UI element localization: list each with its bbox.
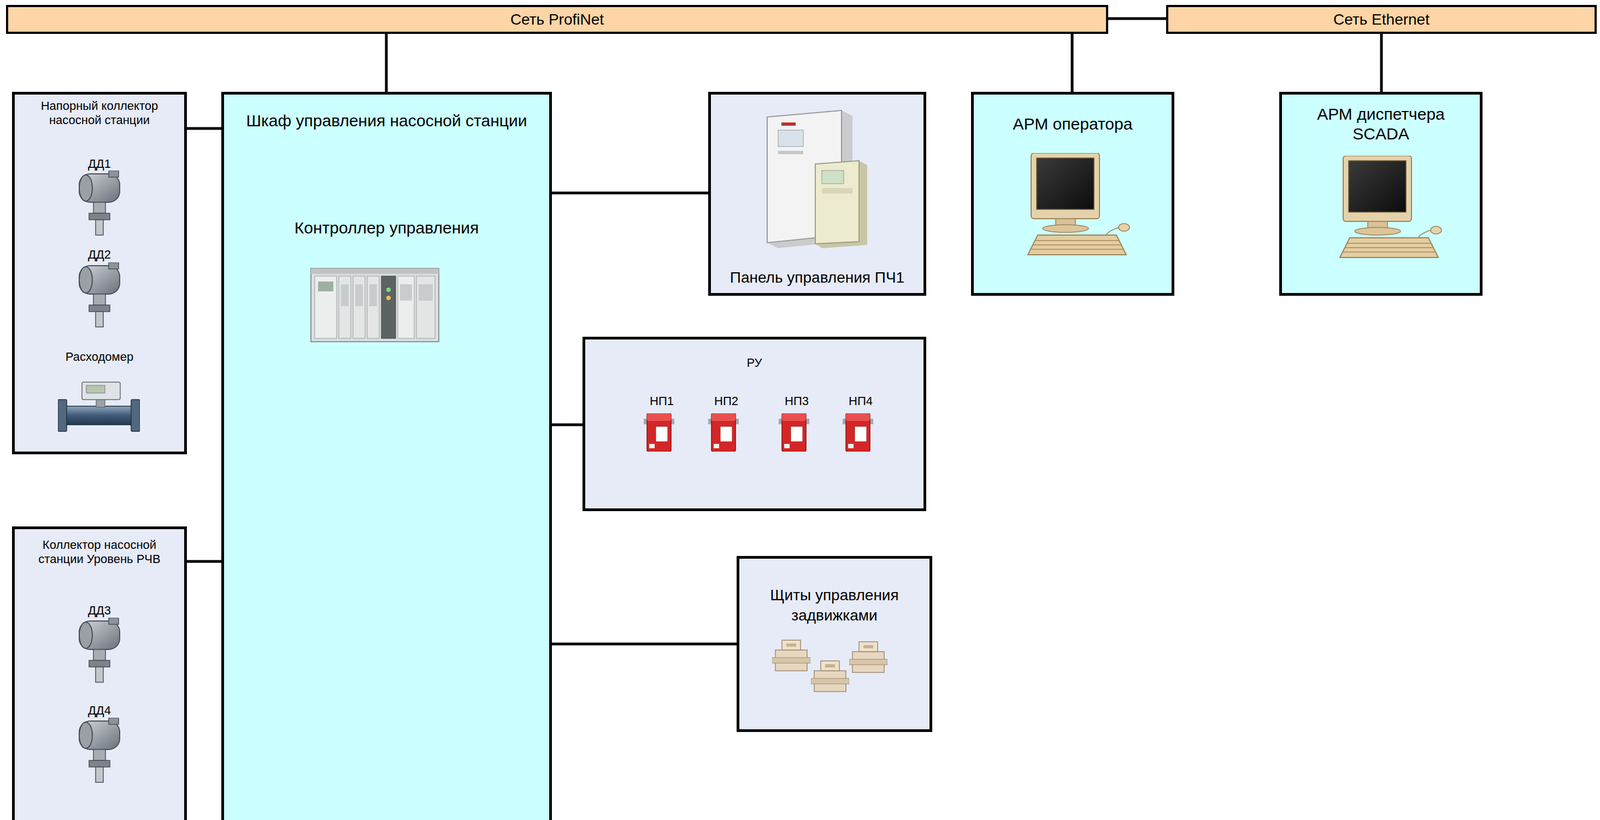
text-holder: Сеть Ethernet (1168, 7, 1595, 32)
device-box: Щиты управления задвижками (736, 555, 933, 732)
node-label: ДД1 (20, 156, 179, 172)
connector-line (1380, 33, 1384, 92)
pressure-transmitter-icon (79, 617, 120, 682)
relay-icon (708, 413, 739, 452)
node-title: Щиты управления задвижками (744, 584, 925, 626)
pressure-transmitter-icon (79, 262, 120, 327)
computer-icon (1027, 153, 1130, 255)
node-label: Контроллер управления (234, 218, 539, 238)
node-title: Коллектор насосной станции Уровень РЧВ (20, 537, 179, 567)
node-label: Расходомер (20, 349, 179, 364)
workstation-box: АРМ оператора (971, 91, 1175, 296)
connector-line (186, 127, 222, 131)
device-box: РУ НП1 НП2 НП3 НП4 (582, 336, 927, 511)
network-band: Сеть ProfiNet (6, 4, 1109, 34)
text-holder: ДД4 (20, 703, 179, 718)
node-label: НП1 (634, 393, 690, 409)
relay-icon (643, 413, 675, 452)
node-title: Панель управления ПЧ1 (716, 268, 919, 287)
relay-icon (778, 413, 810, 452)
text-holder: АРМ диспетчера SCADA (1309, 104, 1453, 144)
text-holder: НП3 (769, 393, 825, 409)
text-holder: ДД2 (20, 247, 179, 262)
pressure-transmitter-icon (79, 170, 120, 235)
text-holder: Сеть ProfiNet (8, 7, 1107, 32)
text-holder: Щиты управления задвижками (744, 584, 925, 626)
pressure-transmitter-icon (79, 717, 120, 782)
node-label: НП3 (769, 393, 825, 409)
connector-line (1071, 33, 1074, 92)
node-label: ДД3 (20, 603, 179, 618)
node-label: НП4 (833, 393, 888, 409)
node-title: Напорный коллектор насосной станции (20, 98, 179, 128)
text-holder: НП1 (634, 393, 690, 409)
computer-icon (1339, 155, 1442, 258)
text-holder: Расходомер (20, 349, 179, 364)
frequency-drive-icon (767, 110, 868, 249)
text-holder: Контроллер управления (234, 218, 539, 238)
device-box: Панель управления ПЧ1 (708, 91, 927, 296)
text-holder: АРМ оператора (979, 114, 1167, 134)
node-label: ДД4 (20, 703, 179, 718)
node-title: АРМ оператора (979, 114, 1167, 134)
network-band: Сеть Ethernet (1166, 4, 1597, 34)
connector-line (551, 191, 709, 195)
node-title: РУ (590, 355, 919, 370)
node-title: Шкаф управления насосной станции (234, 110, 539, 131)
workstation-box: АРМ диспетчера SCADA (1279, 91, 1483, 296)
text-holder: Напорный коллектор насосной станции (20, 98, 179, 128)
connector-line (1108, 17, 1167, 21)
node-label: НП2 (698, 393, 754, 409)
text-holder: Панель управления ПЧ1 (716, 268, 919, 287)
node-title: Сеть ProfiNet (510, 10, 604, 29)
text-holder: Коллектор насосной станции Уровень РЧВ (20, 537, 179, 567)
connector-line (385, 33, 388, 92)
valve-control-box-icon (810, 660, 850, 692)
sensor-group-box: Напорный коллектор насосной станцииДД1ДД… (12, 91, 187, 455)
text-holder: РУ (590, 355, 919, 370)
control-cabinet-box: Шкаф управления насосной станцииКонтролл… (221, 91, 552, 820)
relay-icon (842, 413, 874, 452)
connector-line (551, 642, 737, 646)
valve-control-box-icon (772, 639, 811, 671)
text-holder: НП4 (833, 393, 888, 409)
connector-line (186, 560, 222, 563)
node-label: ДД2 (20, 247, 179, 262)
flowmeter-icon (57, 381, 140, 432)
text-holder: ДД3 (20, 603, 179, 618)
text-holder: Шкаф управления насосной станции (234, 110, 539, 131)
connector-line (551, 423, 583, 427)
node-title: АРМ диспетчера SCADA (1309, 104, 1453, 144)
text-holder: НП2 (698, 393, 754, 409)
sensor-group-box: Коллектор насосной станции Уровень РЧВ ДД… (12, 526, 187, 820)
plc-controller-icon (310, 268, 439, 342)
text-holder: ДД1 (20, 156, 179, 172)
node-title: Сеть Ethernet (1333, 10, 1430, 29)
valve-control-box-icon (849, 641, 888, 673)
